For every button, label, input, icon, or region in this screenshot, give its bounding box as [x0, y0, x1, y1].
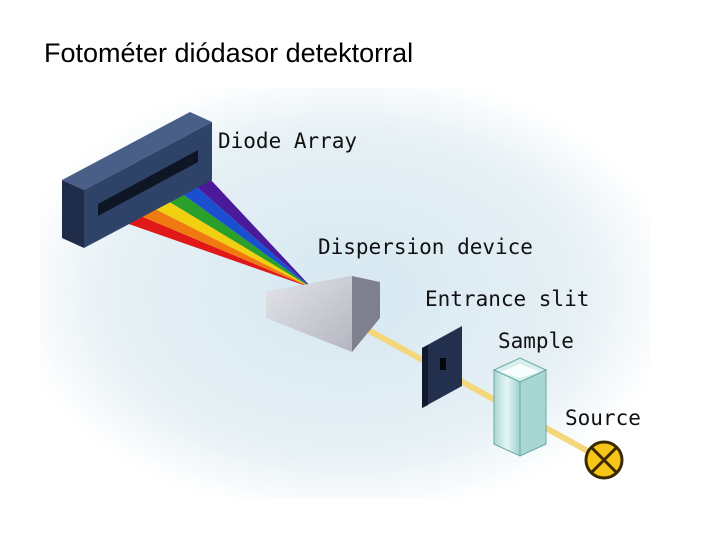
diode-array-detector: [62, 112, 212, 248]
prism: [266, 276, 380, 352]
label-dispersion-device: Dispersion device: [318, 235, 533, 259]
spectrum-band: [132, 189, 312, 288]
label-diode-array: Diode Array: [218, 129, 357, 153]
spectrum-fan: [100, 164, 312, 288]
entrance-slit: [422, 326, 462, 408]
light-beam: [347, 317, 607, 463]
spectrum-band: [180, 164, 312, 288]
spectrum-band: [164, 172, 312, 288]
source-lamp: [584, 440, 624, 480]
label-sample: Sample: [498, 329, 574, 353]
label-entrance-slit: Entrance slit: [425, 287, 589, 311]
spectrum-band: [148, 180, 312, 288]
spectrum-band: [116, 197, 312, 288]
label-source: Source: [565, 406, 641, 430]
sample-cuvette: [492, 357, 548, 457]
spectrum-band: [100, 205, 312, 288]
slide-title: Fotométer diódasor detektorral: [44, 38, 414, 68]
